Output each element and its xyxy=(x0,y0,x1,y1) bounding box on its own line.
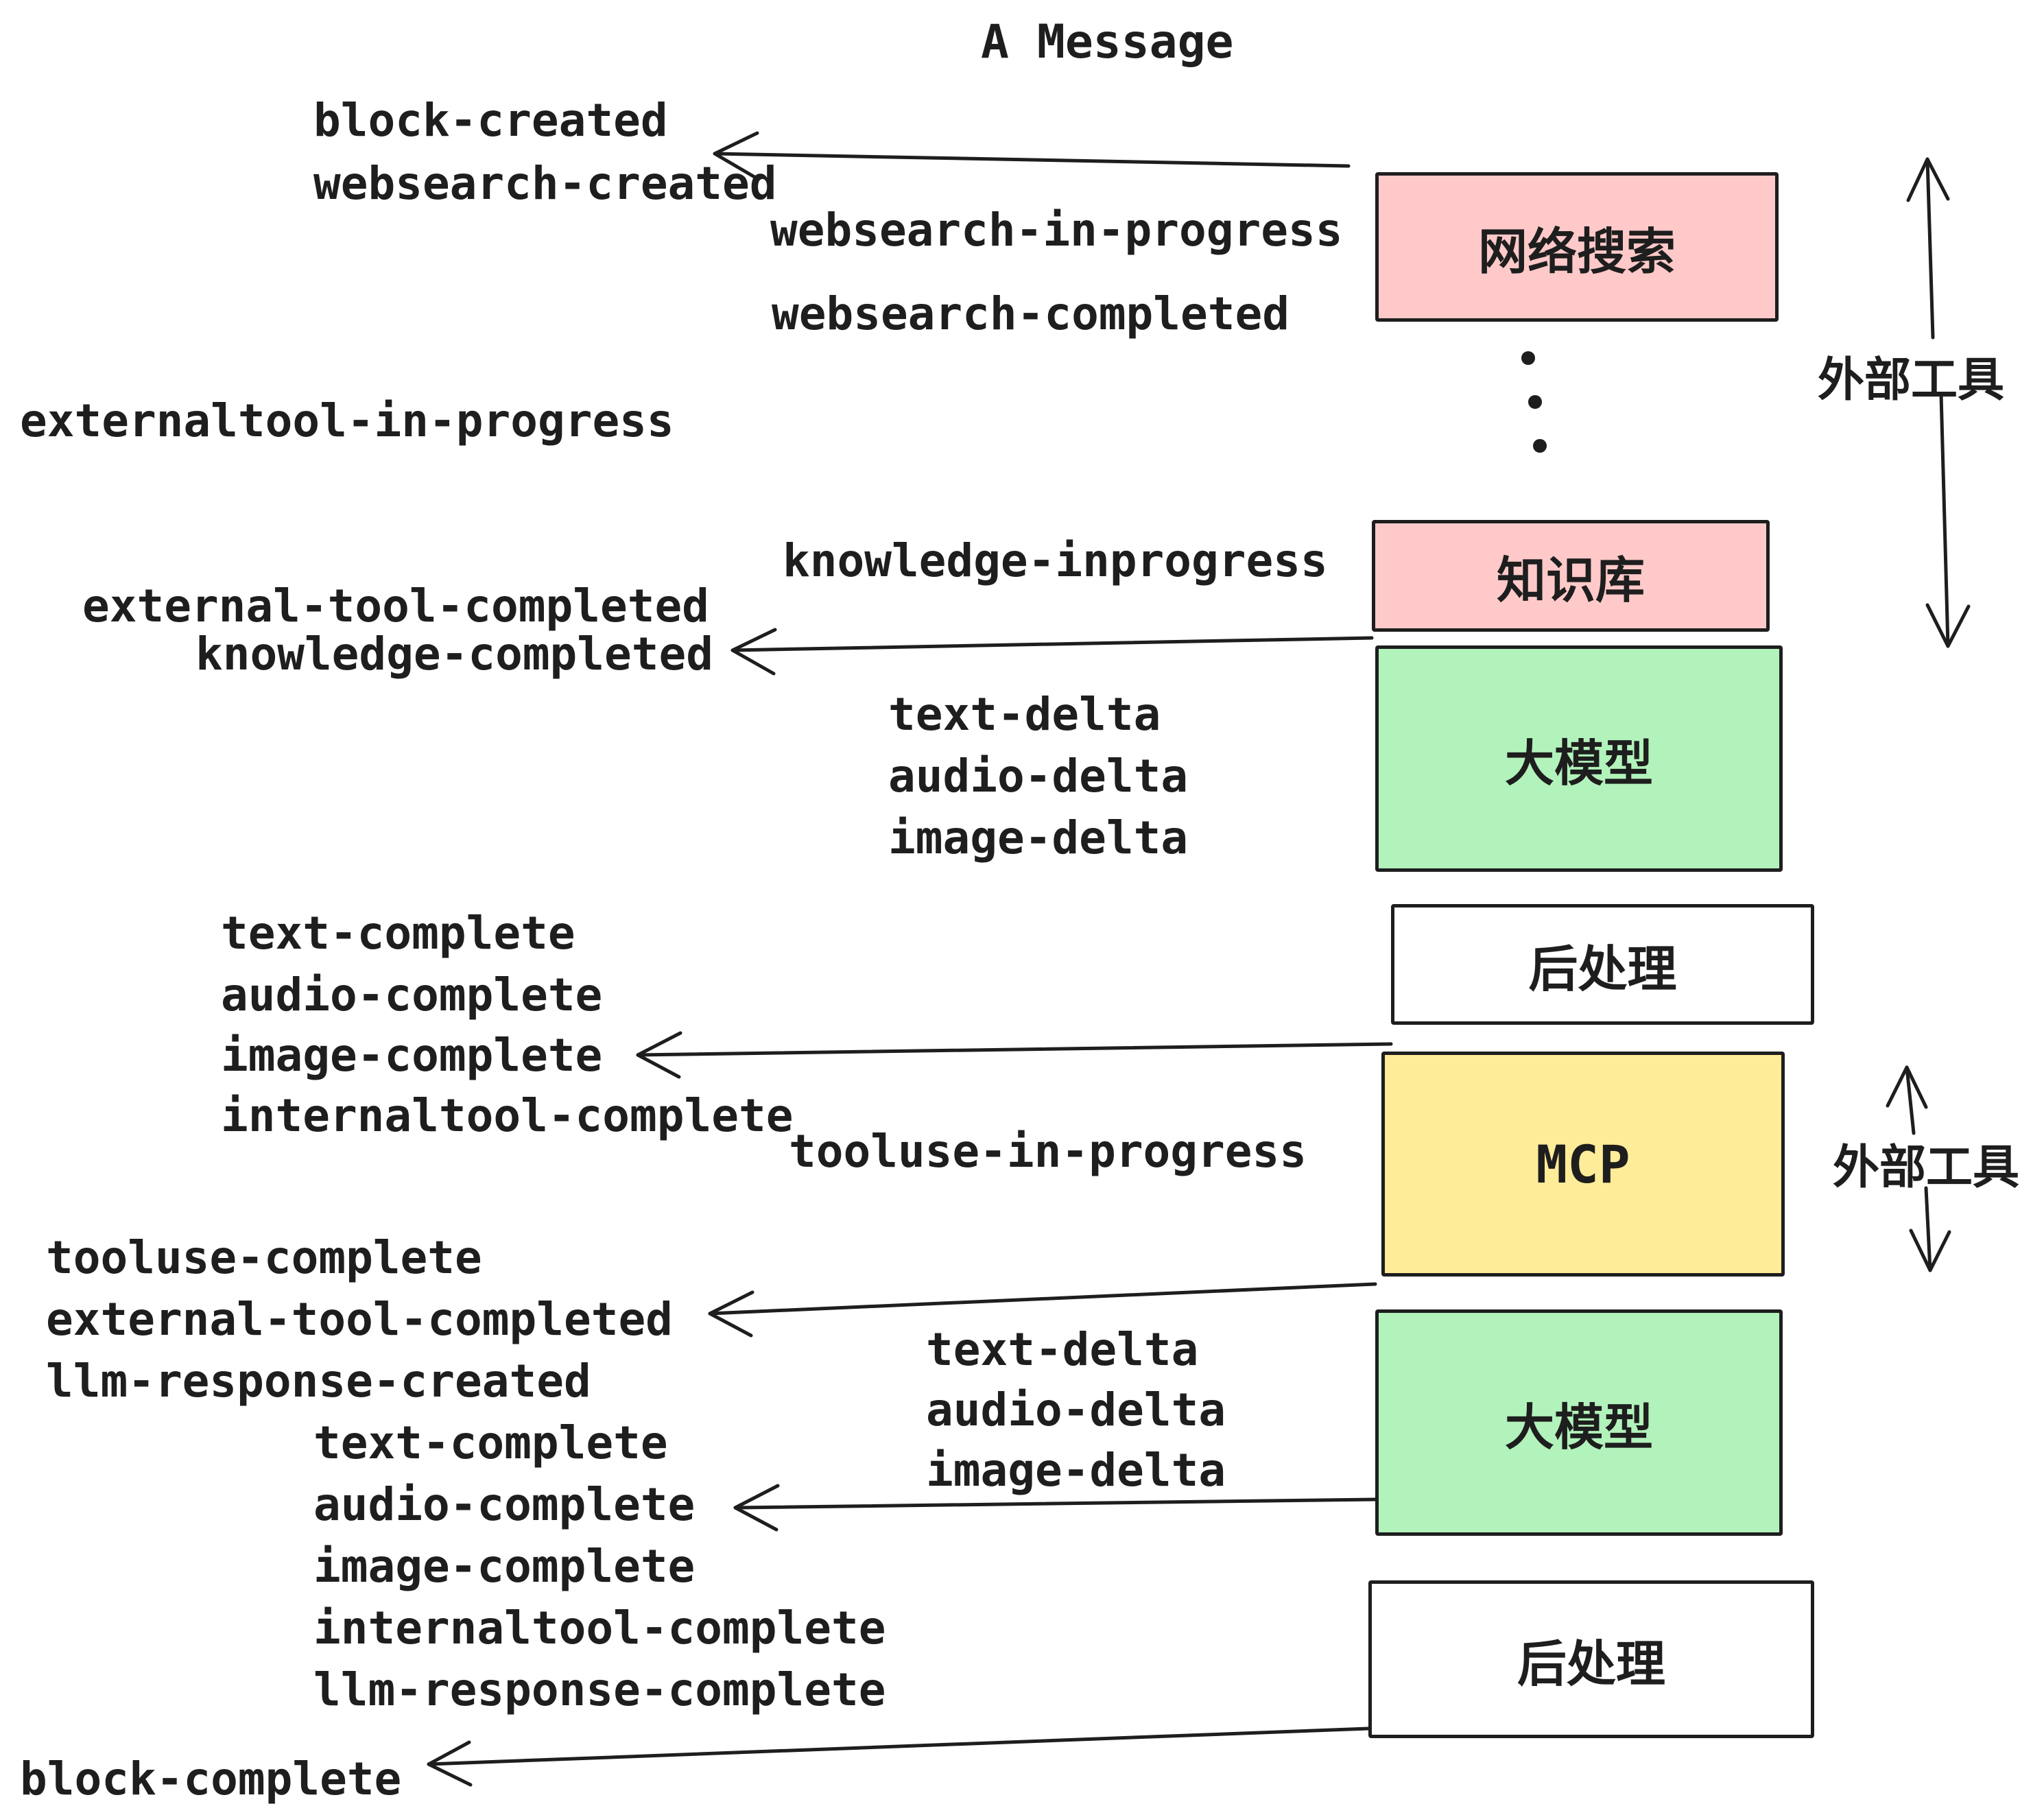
event-external-tool-completed-1: external-tool-completed xyxy=(82,580,709,632)
event-llm-response-created: llm-response-created xyxy=(46,1355,591,1408)
event-image-delta-1: image-delta xyxy=(888,811,1189,864)
event-text-complete-1: text-complete xyxy=(221,907,575,960)
event-websearch-in-progress: websearch-in-progress xyxy=(770,204,1343,257)
event-internaltool-complete-1: internaltool-complete xyxy=(221,1089,794,1142)
event-websearch-completed: websearch-completed xyxy=(772,287,1290,340)
node-postprocess-1-label: 后处理 xyxy=(1528,940,1677,998)
event-text-delta-1: text-delta xyxy=(888,688,1161,741)
arrow-websearch-to-block-created-icon xyxy=(713,131,1351,179)
event-externaltool-in-progress: externaltool-in-progress xyxy=(20,394,674,447)
event-text-complete-2: text-complete xyxy=(313,1416,668,1469)
event-knowledge-inprogress: knowledge-inprogress xyxy=(783,534,1328,587)
arrow-knowledge-to-knowledge-completed-icon xyxy=(730,628,1374,676)
event-tooluse-complete: tooluse-complete xyxy=(46,1231,482,1284)
event-image-complete-1: image-complete xyxy=(221,1029,603,1082)
external-tools-label-top: 外部工具 xyxy=(1818,353,2005,407)
node-llm-2-label: 大模型 xyxy=(1504,1398,1653,1456)
event-image-delta-2: image-delta xyxy=(926,1444,1226,1497)
event-block-complete: block-complete xyxy=(20,1753,402,1804)
ellipsis-dot xyxy=(1533,439,1547,453)
arrow-external-tools-up-2-icon xyxy=(1886,1065,1928,1135)
event-block-created: block-created xyxy=(313,94,668,147)
node-llm-1: 大模型 xyxy=(1375,645,1783,872)
external-tools-label-bottom: 外部工具 xyxy=(1833,1141,2020,1195)
node-postprocess-2: 后处理 xyxy=(1368,1580,1814,1738)
node-mcp-label: MCP xyxy=(1536,1133,1630,1195)
event-tooluse-in-progress: tooluse-in-progress xyxy=(789,1125,1307,1178)
event-external-tool-completed-2: external-tool-completed xyxy=(46,1293,673,1346)
node-mcp: MCP xyxy=(1381,1052,1785,1277)
node-knowledge-label: 知识库 xyxy=(1496,551,1645,609)
event-audio-delta-2: audio-delta xyxy=(926,1384,1226,1436)
event-audio-delta-1: audio-delta xyxy=(888,750,1189,803)
node-websearch: 网络搜索 xyxy=(1375,172,1779,322)
node-postprocess-2-label: 后处理 xyxy=(1517,1635,1665,1693)
event-websearch-created: websearch-created xyxy=(313,157,777,210)
event-image-complete-2: image-complete xyxy=(313,1540,696,1593)
event-text-delta-2: text-delta xyxy=(926,1323,1199,1376)
event-llm-response-complete: llm-response-complete xyxy=(313,1663,886,1716)
diagram-title: A Message xyxy=(981,15,1234,69)
event-audio-complete-2: audio-complete xyxy=(313,1478,696,1531)
node-llm-2: 大模型 xyxy=(1375,1309,1783,1536)
arrow-external-tools-up-1-icon xyxy=(1906,157,1950,340)
node-postprocess-1: 后处理 xyxy=(1391,904,1814,1025)
node-llm-1-label: 大模型 xyxy=(1504,734,1653,792)
node-knowledge: 知识库 xyxy=(1372,520,1770,632)
ellipsis-dot xyxy=(1521,351,1535,365)
ellipsis-dot xyxy=(1528,395,1542,409)
event-audio-complete-1: audio-complete xyxy=(221,969,603,1021)
arrow-postprocess2-to-block-complete-icon xyxy=(427,1726,1370,1787)
arrow-external-tools-down-1-icon xyxy=(1925,392,1971,648)
event-internaltool-complete-2: internaltool-complete xyxy=(313,1602,886,1654)
node-websearch-label: 网络搜索 xyxy=(1477,222,1676,281)
arrow-external-tools-down-2-icon xyxy=(1909,1186,1951,1272)
event-knowledge-completed: knowledge-completed xyxy=(195,628,713,680)
arrow-postprocess1-to-image-complete-icon xyxy=(636,1031,1393,1079)
